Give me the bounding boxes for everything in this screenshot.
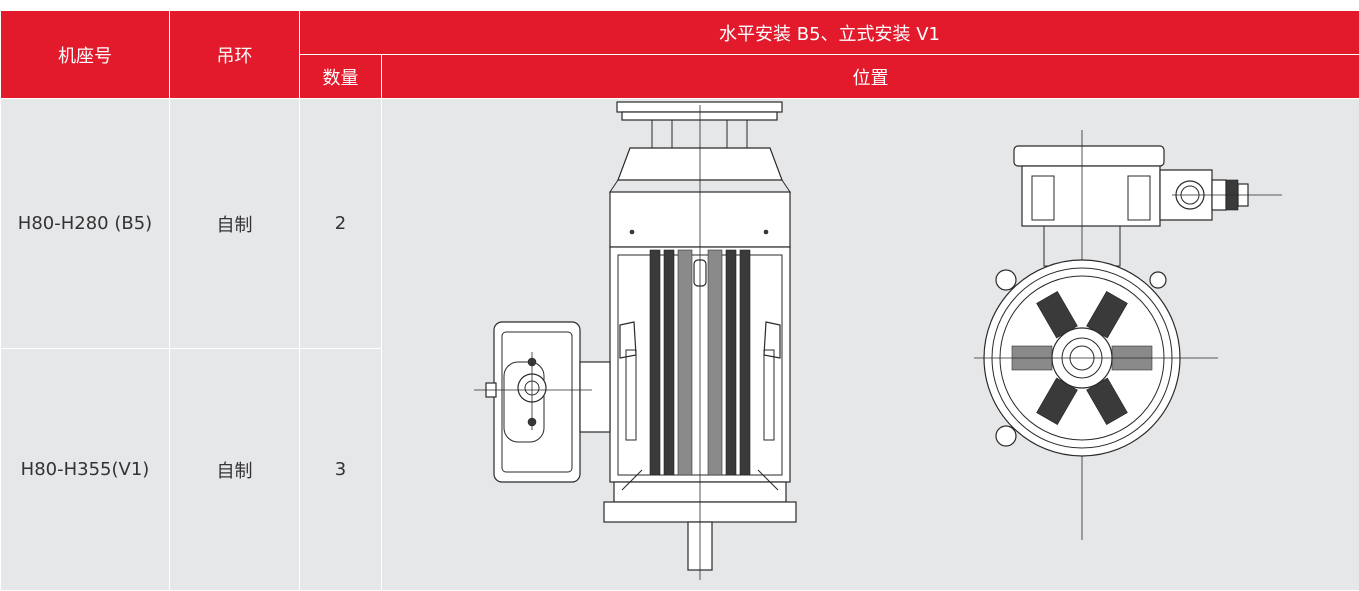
header-position: 位置 (382, 55, 1359, 99)
header-mounting-group: 水平安装 B5、立式安装 V1 (300, 11, 1359, 55)
header-quantity: 数量 (300, 55, 382, 99)
row-1-frame: H80-H280 (B5) (1, 99, 170, 349)
motor-drawing (382, 100, 1358, 590)
row-2-qty: 3 (300, 349, 382, 591)
position-drawing-cell (382, 99, 1359, 591)
row-1-ring: 自制 (170, 99, 300, 349)
motor-end-view (974, 130, 1282, 540)
motor-side-view (474, 102, 796, 580)
row-2-frame: H80-H355(V1) (1, 349, 170, 591)
row-2-ring: 自制 (170, 349, 300, 591)
header-lifting-ring: 吊环 (170, 11, 300, 99)
row-1-qty: 2 (300, 99, 382, 349)
header-frame-no: 机座号 (1, 11, 170, 99)
lifting-ring-table: 机座号 吊环 水平安装 B5、立式安装 V1 数量 位置 H80-H280 (B… (0, 10, 1359, 591)
